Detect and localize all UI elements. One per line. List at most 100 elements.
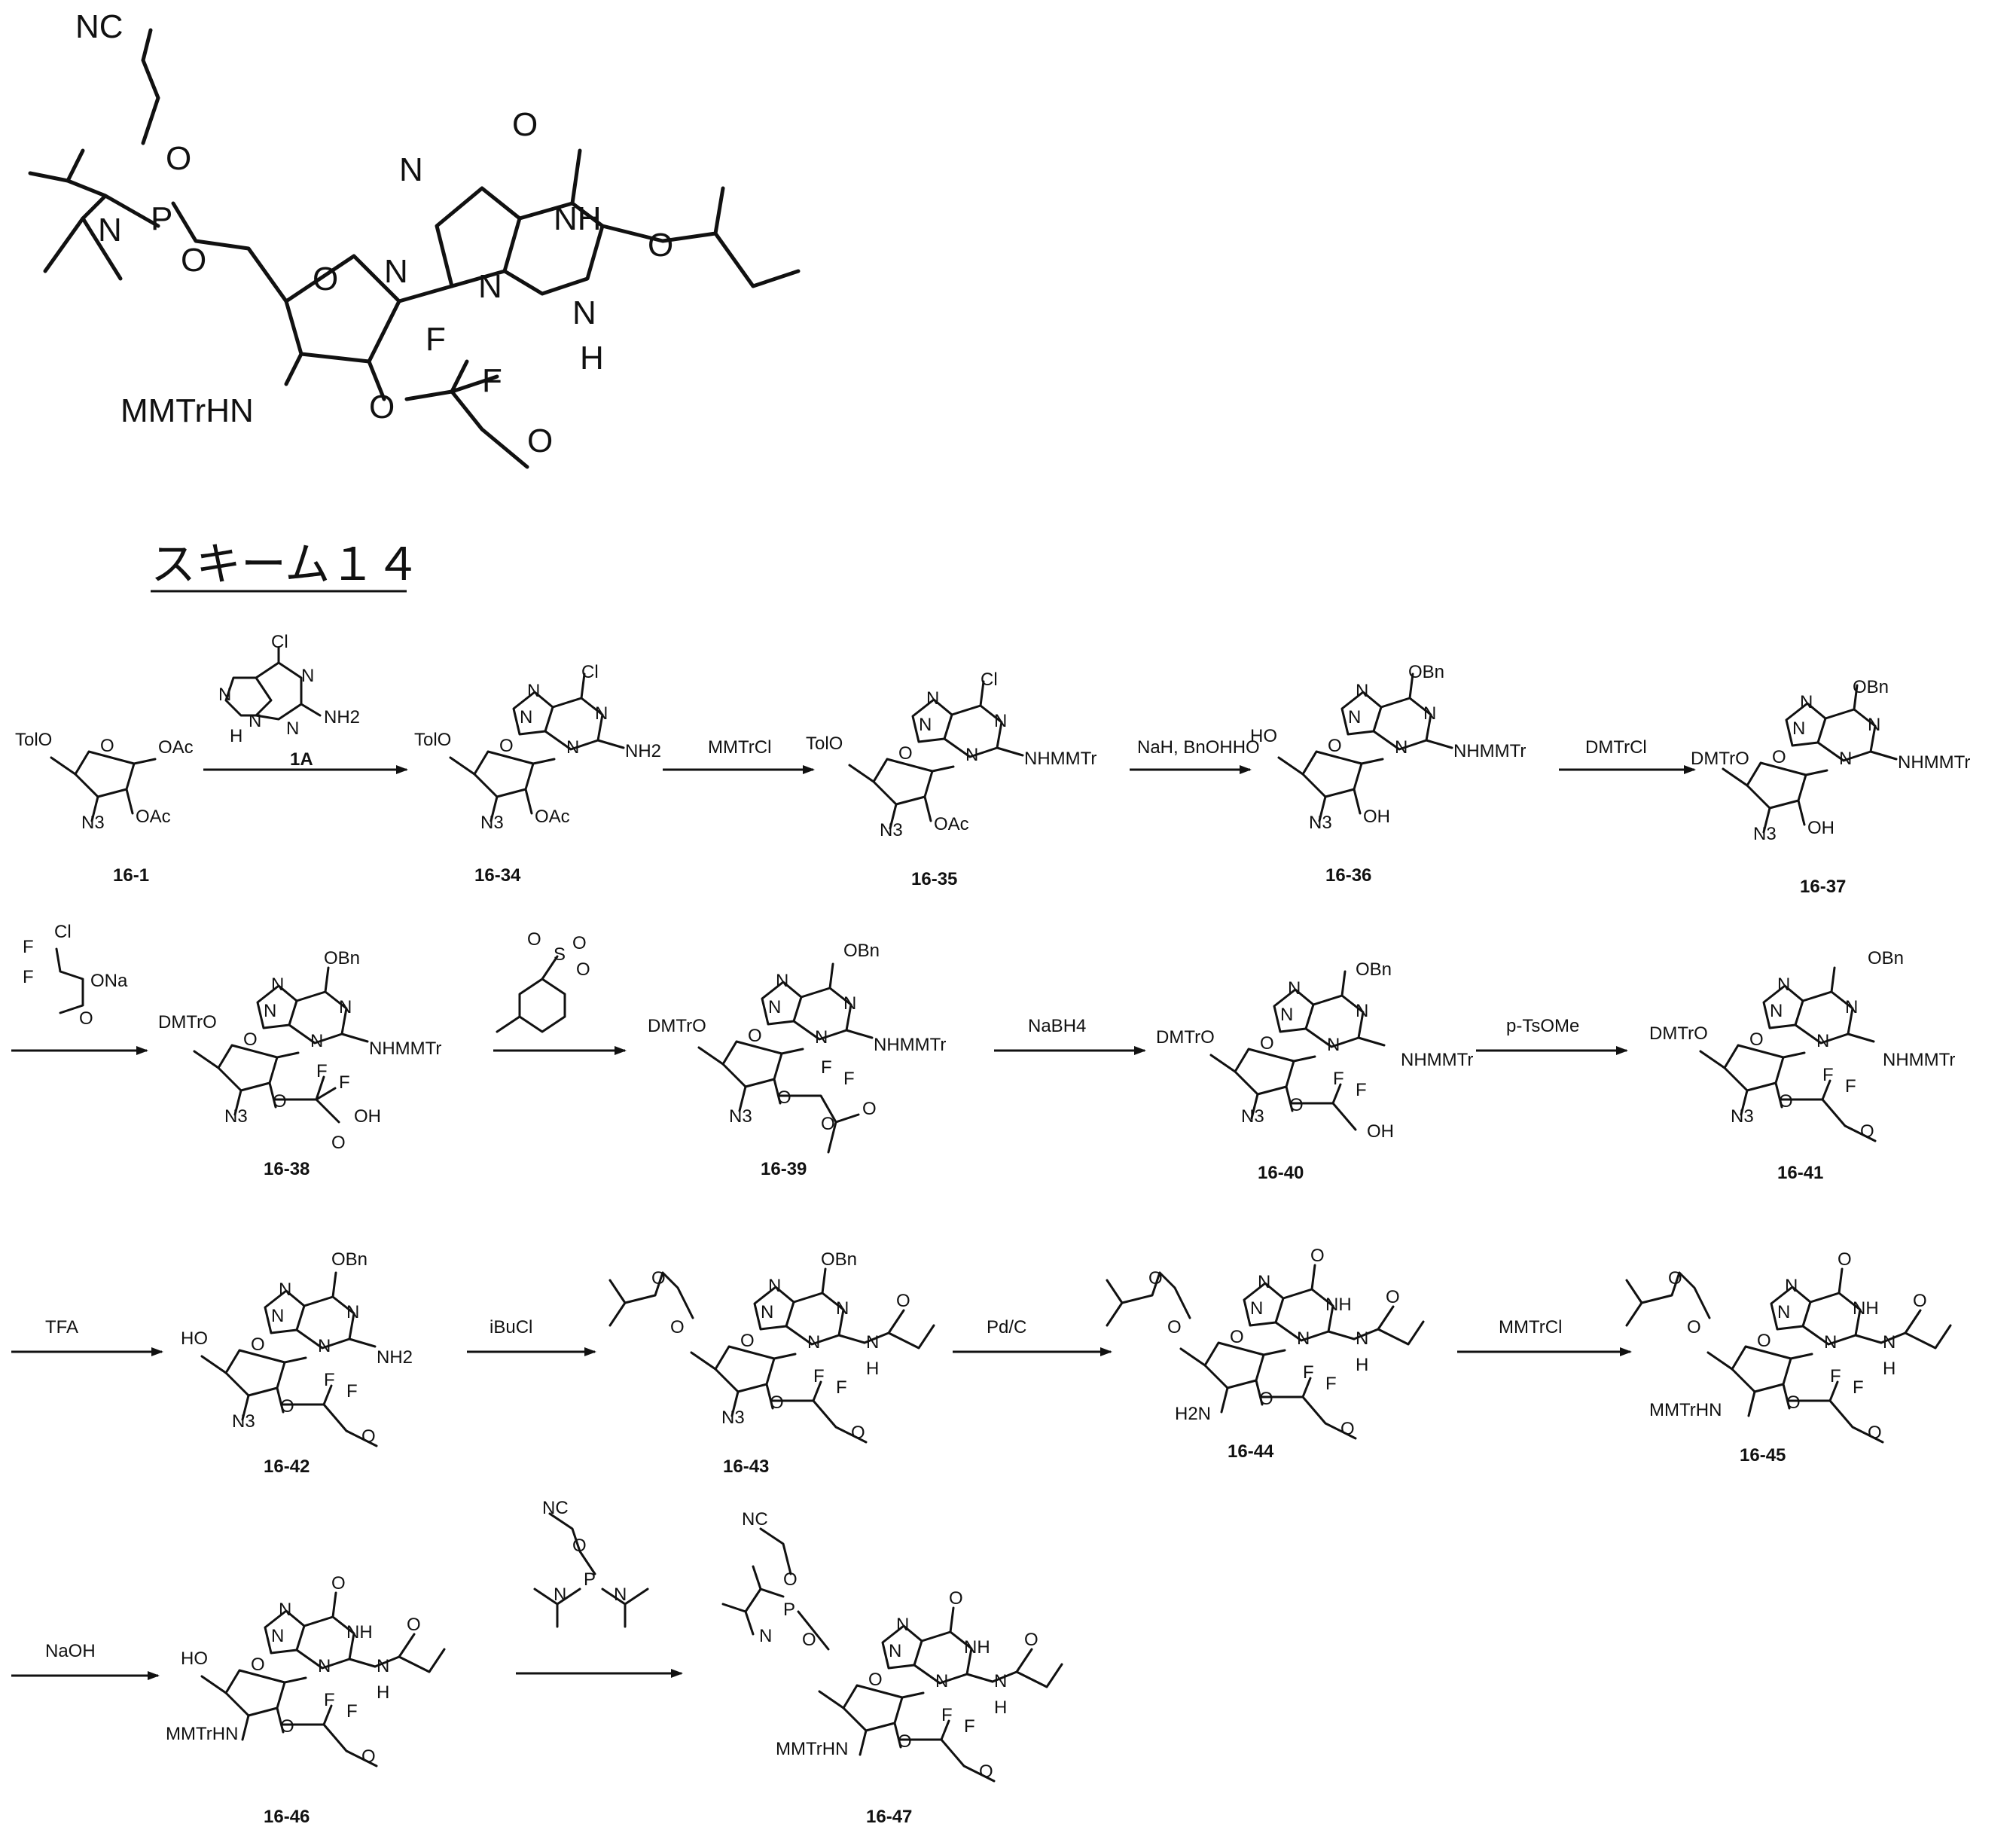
svg-text:O: O	[949, 1588, 963, 1609]
compound-16-1: TolO O OAc N3 OAc 16-1	[15, 730, 194, 886]
svg-text:OH: OH	[1807, 818, 1835, 838]
reagent-arrow-ibucl: iBuCl	[467, 1317, 595, 1352]
compound-16-37: DMTrO O N N OBn N N NHMMTr N3 OH 16-37	[1691, 677, 1970, 897]
svg-text:N3: N3	[729, 1106, 752, 1127]
svg-text:N: N	[1785, 1276, 1798, 1296]
svg-text:N: N	[836, 1298, 849, 1319]
svg-text:NH2: NH2	[625, 741, 661, 761]
reagent-arrow-pdc: Pd/C	[953, 1317, 1111, 1352]
svg-text:N: N	[896, 1615, 909, 1635]
svg-text:TolO: TolO	[806, 734, 843, 754]
svg-text:O: O	[273, 1091, 287, 1112]
svg-text:N: N	[554, 1584, 566, 1605]
top-amide-h-label: H	[580, 340, 604, 377]
svg-text:iBuCl: iBuCl	[490, 1317, 532, 1337]
svg-text:F: F	[316, 1061, 328, 1081]
svg-text:N: N	[1777, 974, 1790, 995]
svg-text:O: O	[979, 1761, 993, 1782]
svg-text:O: O	[1868, 1423, 1882, 1443]
svg-text:N: N	[1792, 718, 1805, 739]
compound-16-38: DMTrO O N N OBn N N NHMMTr N3 O F F O OH…	[158, 948, 441, 1179]
svg-text:F: F	[1853, 1377, 1864, 1398]
svg-text:N3: N3	[480, 813, 504, 833]
svg-text:NHMMTr: NHMMTr	[1898, 752, 1970, 773]
svg-text:NaOH: NaOH	[45, 1641, 96, 1661]
reagent-arrow-naoh: NaOH	[11, 1641, 158, 1676]
svg-text:N: N	[249, 711, 261, 731]
svg-text:NH2: NH2	[377, 1347, 413, 1368]
top-nc-label: NC	[75, 8, 124, 45]
svg-text:NHMMTr: NHMMTr	[1401, 1050, 1473, 1070]
svg-text:N: N	[965, 745, 978, 765]
svg-text:N: N	[994, 1671, 1007, 1691]
svg-text:O: O	[1259, 1389, 1273, 1409]
svg-text:O: O	[777, 1087, 791, 1108]
svg-text:TolO: TolO	[414, 730, 451, 750]
svg-text:NH2: NH2	[324, 707, 360, 727]
svg-text:N: N	[1356, 681, 1368, 701]
compound-id-16-47: 16-47	[866, 1807, 912, 1827]
svg-text:N: N	[310, 1031, 323, 1051]
svg-text:NH: NH	[1325, 1295, 1352, 1315]
compound-id-16-1: 16-1	[113, 865, 149, 886]
svg-text:N: N	[1356, 1001, 1368, 1021]
svg-text:TolO: TolO	[15, 730, 52, 750]
top-ring-o-label: O	[313, 261, 338, 297]
svg-text:ONa: ONa	[90, 971, 128, 991]
top-carbonyl-o-label: O	[512, 106, 538, 143]
svg-text:P: P	[584, 1569, 596, 1590]
svg-text:N3: N3	[224, 1106, 248, 1127]
compound-16-43: O O O N N OBn N N N H O N3 O F F O 16-43	[610, 1249, 934, 1477]
svg-text:N: N	[346, 1302, 359, 1322]
compound-id-16-40: 16-40	[1258, 1163, 1304, 1183]
svg-text:O: O	[1779, 1091, 1793, 1112]
svg-text:O: O	[1757, 1331, 1771, 1351]
svg-text:N: N	[994, 711, 1007, 731]
svg-text:O: O	[331, 1573, 346, 1594]
compound-id-16-42: 16-42	[264, 1456, 310, 1477]
compound-16-36: HO O N N OBn N N NHMMTr N3 OH 16-36	[1250, 662, 1526, 886]
top-ether-o-label: O	[369, 389, 395, 425]
svg-text:N: N	[377, 1656, 389, 1676]
svg-text:O: O	[1289, 1095, 1304, 1115]
svg-text:O: O	[280, 1396, 294, 1417]
svg-text:N: N	[1250, 1298, 1263, 1319]
svg-text:O: O	[331, 1133, 346, 1153]
svg-text:N: N	[768, 1276, 781, 1296]
svg-text:OBn: OBn	[821, 1249, 857, 1270]
reagent-arrow-ptsome: p-TsOMe	[1476, 1016, 1627, 1051]
svg-text:O: O	[740, 1331, 755, 1351]
svg-text:O: O	[1024, 1630, 1038, 1650]
compound-id-16-34: 16-34	[474, 865, 521, 886]
svg-text:O: O	[1386, 1287, 1400, 1307]
svg-text:NC: NC	[542, 1498, 569, 1518]
svg-text:OAc: OAc	[535, 807, 570, 827]
svg-text:N: N	[264, 1001, 276, 1021]
svg-text:F: F	[1303, 1362, 1314, 1383]
top-nh-label: NH	[554, 200, 602, 237]
svg-text:N: N	[271, 1626, 284, 1646]
compound-id-16-46: 16-46	[264, 1807, 310, 1827]
svg-text:N: N	[218, 685, 231, 705]
svg-text:O: O	[851, 1423, 865, 1443]
svg-text:N: N	[271, 974, 284, 995]
svg-text:F: F	[1845, 1076, 1856, 1096]
svg-text:F: F	[1822, 1065, 1834, 1085]
svg-text:NaBH4: NaBH4	[1028, 1016, 1086, 1036]
svg-text:N: N	[1395, 737, 1408, 758]
svg-text:N3: N3	[1731, 1106, 1754, 1127]
svg-text:O: O	[1148, 1268, 1163, 1289]
svg-text:p-TsOMe: p-TsOMe	[1506, 1016, 1579, 1036]
top-n7-label: N	[399, 151, 423, 188]
svg-text:OH: OH	[1367, 1121, 1394, 1142]
compound-id-16-44: 16-44	[1228, 1441, 1274, 1462]
svg-text:NH: NH	[346, 1622, 373, 1642]
svg-text:OH: OH	[354, 1106, 381, 1127]
top-mmtrhn-label: MMTrHN	[120, 392, 254, 429]
svg-text:F: F	[813, 1366, 825, 1386]
svg-text:O: O	[802, 1630, 816, 1650]
svg-text:F: F	[836, 1377, 847, 1398]
svg-text:O: O	[572, 933, 587, 953]
svg-text:H: H	[994, 1697, 1007, 1718]
svg-text:O: O	[868, 1670, 883, 1690]
